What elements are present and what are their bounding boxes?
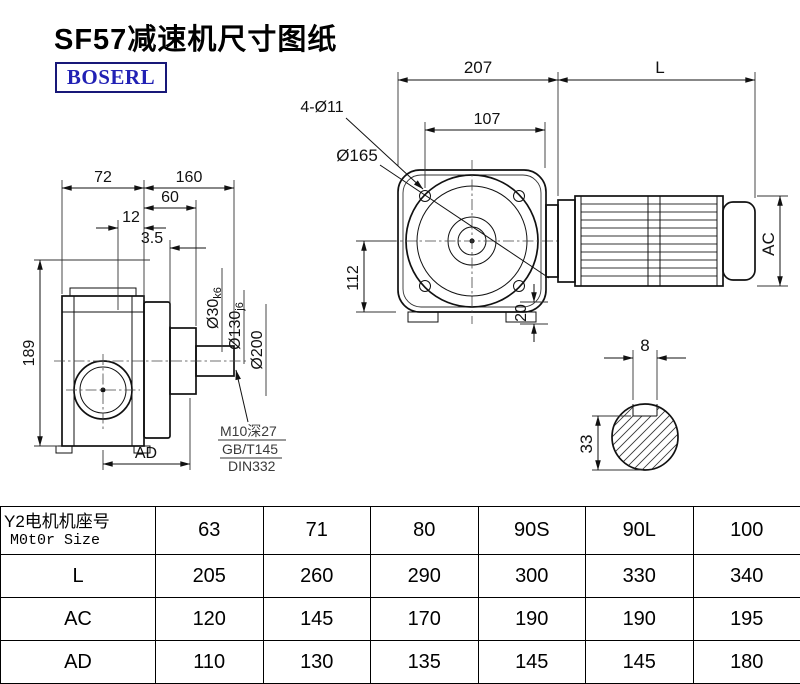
L-value: 290 [370, 554, 479, 598]
AD-value: 180 [692, 640, 800, 684]
table-row-L: L 205 260 290 300 330 340 [0, 554, 800, 598]
AC-value: 190 [585, 597, 694, 641]
motor-size-label-cn: Y2电机机座号 [4, 511, 110, 531]
shaft-circle [611, 399, 679, 471]
dim-flange-circle: Ø165 [336, 146, 378, 165]
AC-value: 145 [262, 597, 371, 641]
table-header-row: Y2电机机座号 M0t0r Size 63 71 80 90S 90L 100 [0, 506, 800, 555]
dim-AC: AC [759, 232, 778, 256]
dim-189: 189 [21, 340, 38, 367]
motor [545, 195, 756, 287]
dim-207: 207 [464, 58, 492, 77]
dim-3-5: 3.5 [141, 230, 163, 247]
row-label-AD: AD [0, 640, 156, 684]
motor-size-90S: 90S [477, 506, 586, 555]
AC-value: 170 [370, 597, 479, 641]
L-value: 330 [585, 554, 694, 598]
bolt-holes-note: 4-Ø11 [300, 99, 343, 116]
front-view-dimensions: 207 L 4-Ø11 107 Ø165 112 [300, 58, 788, 342]
tap-din-standard-label: DIN332 [228, 458, 276, 474]
shaft-section: 8 33 [577, 336, 686, 471]
dim-20: 20 [513, 304, 530, 322]
side-view: 72 160 60 12 3.5 189 [21, 169, 286, 474]
L-value: 340 [692, 554, 800, 598]
AC-value: 120 [155, 597, 264, 641]
shaft-dia-tolerance: k6 [212, 287, 224, 299]
motor-size-header-cell: Y2电机机座号 M0t0r Size [0, 506, 156, 555]
table-row-AD: AD 110 130 135 145 145 180 [0, 640, 800, 684]
dim-72: 72 [94, 169, 112, 186]
motor-size-table: Y2电机机座号 M0t0r Size 63 71 80 90S 90L 100 … [0, 506, 800, 684]
dim-key-depth: 33 [577, 435, 596, 454]
side-view-centerlines [54, 354, 246, 430]
dim-60: 60 [161, 189, 179, 206]
tap-thread-label: M10深27 [220, 423, 277, 439]
dim-L: L [655, 58, 664, 77]
tap-hole-note: M10深27 GB/T145 DIN332 [218, 369, 286, 474]
AD-value: 145 [477, 640, 586, 684]
dim-160: 160 [176, 169, 203, 186]
tap-gb-standard-label: GB/T145 [222, 441, 278, 457]
dim-AD: AD [135, 445, 157, 462]
row-label-L: L [0, 554, 156, 598]
table-row-AC: AC 120 145 170 190 190 195 [0, 597, 800, 641]
dim-112: 112 [345, 265, 362, 291]
L-value: 205 [155, 554, 264, 598]
front-view: 207 L 4-Ø11 107 Ø165 112 [300, 58, 788, 342]
page-title: SF57减速机尺寸图纸 [54, 24, 338, 56]
dim-shaft-dia: Ø30k6 [205, 287, 224, 329]
shaft-section-dimensions: 8 33 [577, 336, 686, 471]
boserl-logo-box: BOSERL [55, 62, 167, 93]
dim-flange-dia: Ø200 [249, 330, 266, 369]
L-value: 300 [477, 554, 586, 598]
side-view-dimensions: 72 160 60 12 3.5 189 [21, 169, 267, 470]
motor-size-63: 63 [155, 506, 264, 555]
dim-12: 12 [122, 209, 140, 226]
spigot-dia-main: Ø130 [227, 311, 244, 350]
AC-value: 195 [692, 597, 800, 641]
AC-value: 190 [477, 597, 586, 641]
L-value: 260 [262, 554, 371, 598]
spigot-dia-tolerance: j6 [234, 302, 246, 312]
shaft-dia-main: Ø30 [205, 299, 222, 329]
dim-107: 107 [474, 111, 501, 128]
row-label-AC: AC [0, 597, 156, 641]
dim-spigot-dia: Ø130j6 [227, 302, 246, 350]
motor-size-80: 80 [370, 506, 479, 555]
motor-size-71: 71 [262, 506, 371, 555]
AD-value: 110 [155, 640, 264, 684]
motor-size-90L: 90L [585, 506, 694, 555]
AD-value: 135 [370, 640, 479, 684]
AD-value: 145 [585, 640, 694, 684]
dim-key-width: 8 [640, 336, 649, 355]
AD-value: 130 [262, 640, 371, 684]
dimension-drawing: 72 160 60 12 3.5 189 [21, 58, 788, 474]
motor-size-label-en: M0t0r Size [10, 532, 101, 550]
flange-face [386, 160, 560, 324]
boserl-logo-text: BOSERL [66, 65, 156, 89]
motor-size-100: 100 [692, 506, 800, 555]
